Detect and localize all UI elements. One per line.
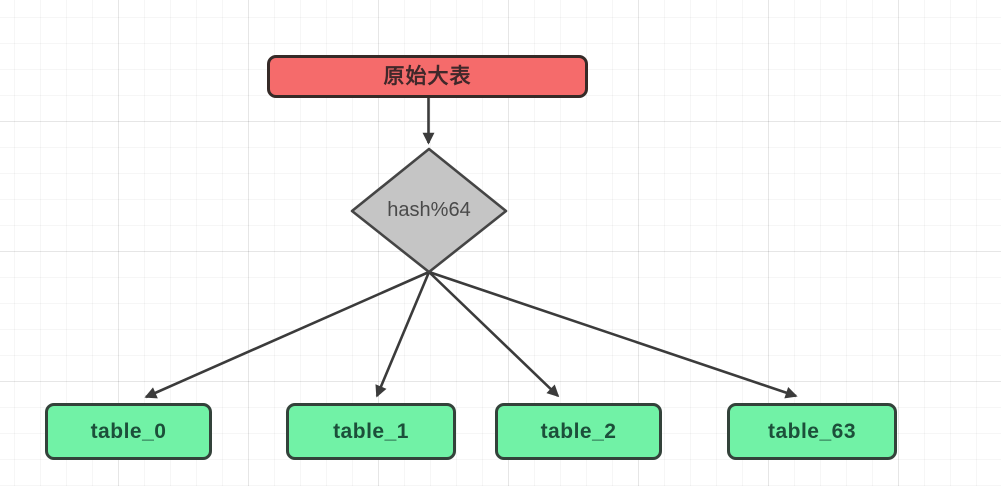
node-table-0[interactable]: table_0 <box>45 403 212 460</box>
node-table-63[interactable]: table_63 <box>727 403 897 460</box>
table-2-label: table_2 <box>540 420 617 443</box>
node-table-1[interactable]: table_1 <box>286 403 456 460</box>
hash-decision-diamond[interactable] <box>350 147 508 274</box>
table-63-label: table_63 <box>767 420 857 443</box>
hash-decision-label-box[interactable]: hash%64 <box>352 149 506 272</box>
table-0-label: table_0 <box>90 420 167 443</box>
node-original-table[interactable]: 原始大表 <box>267 55 588 98</box>
node-table-2[interactable]: table_2 <box>495 403 662 460</box>
original-table-label: 原始大表 <box>383 65 472 88</box>
arrow-hash-to-table-2 <box>428 271 560 398</box>
arrow-hash-to-table-63 <box>428 270 798 399</box>
hash-decision-label: hash%64 <box>387 199 471 221</box>
arrow-hash-to-table-1 <box>375 271 431 398</box>
arrow-hash-to-table-0 <box>144 270 430 399</box>
table-1-label: table_1 <box>333 420 409 443</box>
